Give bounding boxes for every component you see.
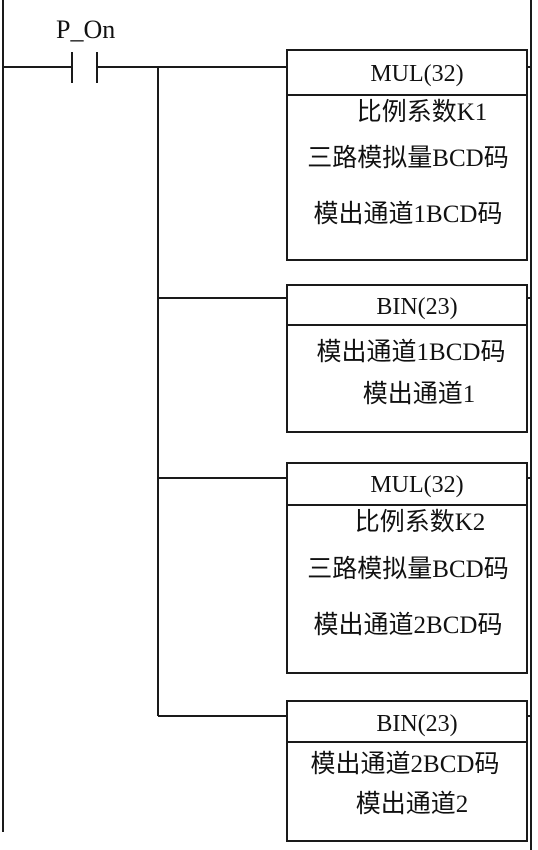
operand-3: 模出通道1BCD码	[314, 200, 503, 228]
block-frame	[286, 462, 528, 674]
instruction-block-bin-2: BIN(23) 模出通道2BCD码 模出通道2	[286, 700, 531, 842]
contact-label: P_On	[56, 15, 115, 44]
instruction-name: MUL(32)	[370, 472, 463, 498]
operand-2: 模出通道1	[363, 380, 476, 408]
instruction-block-mul-1: MUL(32) 比例系数K1 三路模拟量BCD码 模出通道1BCD码	[286, 49, 531, 261]
block-frame	[286, 700, 528, 842]
operand-1: 比例系数K2	[355, 508, 486, 536]
operand-1: 模出通道2BCD码	[311, 750, 500, 778]
operand-3: 模出通道2BCD码	[314, 611, 503, 639]
operand-2: 三路模拟量BCD码	[307, 555, 508, 583]
block-frame	[286, 284, 528, 433]
instruction-name: BIN(23)	[376, 294, 457, 320]
instruction-block-bin-1: BIN(23) 模出通道1BCD码 模出通道1	[286, 284, 531, 433]
operand-2: 模出通道2	[356, 790, 469, 818]
instruction-name: MUL(32)	[370, 61, 463, 87]
operand-1: 比例系数K1	[357, 98, 488, 126]
instruction-name: BIN(23)	[376, 711, 457, 737]
operand-1: 模出通道1BCD码	[317, 338, 506, 366]
block-frame	[286, 49, 528, 261]
instruction-block-mul-2: MUL(32) 比例系数K2 三路模拟量BCD码 模出通道2BCD码	[286, 462, 531, 674]
operand-2: 三路模拟量BCD码	[307, 144, 508, 172]
